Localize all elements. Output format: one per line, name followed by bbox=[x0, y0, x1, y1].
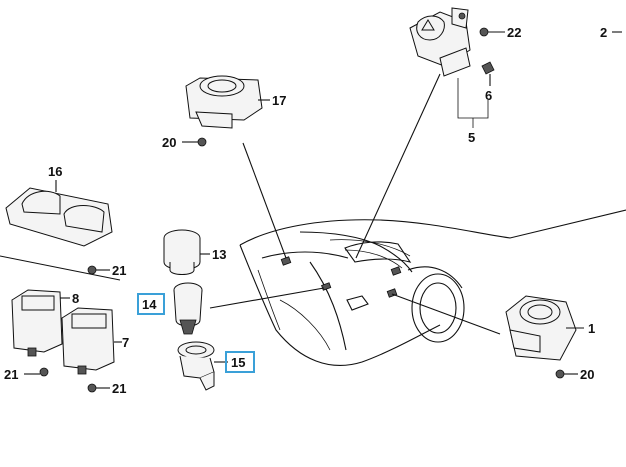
callout-1: 1 bbox=[588, 321, 595, 336]
screw-part-6 bbox=[481, 61, 495, 86]
switch-part-8 bbox=[11, 289, 70, 357]
callout-15: 15 bbox=[231, 355, 245, 370]
switch-part-17 bbox=[185, 75, 270, 129]
callout-16: 16 bbox=[48, 164, 62, 179]
callout-20-top: 20 bbox=[162, 135, 176, 150]
callout-8: 8 bbox=[72, 291, 79, 306]
callout-17: 17 bbox=[272, 93, 286, 108]
screw-part-22 bbox=[479, 27, 505, 37]
callout-5: 5 bbox=[468, 130, 475, 145]
hazard-switch-part-5 bbox=[409, 7, 471, 77]
socket-part-13 bbox=[163, 229, 210, 275]
callout-21-left: 21 bbox=[4, 367, 18, 382]
callout-7: 7 bbox=[122, 335, 129, 350]
screw-part-20-bottom bbox=[555, 369, 578, 379]
highlight-box-14 bbox=[137, 293, 165, 315]
callout-13: 13 bbox=[212, 247, 226, 262]
screw-part-21-top bbox=[87, 265, 110, 275]
callout-14: 14 bbox=[142, 297, 157, 312]
callout-2: 2 bbox=[600, 25, 607, 40]
callout-20-bottom: 20 bbox=[580, 367, 594, 382]
callout-22: 22 bbox=[507, 25, 521, 40]
callout-21-top: 21 bbox=[112, 263, 126, 278]
switch-panel-part-16 bbox=[5, 180, 113, 247]
highlight-box-15 bbox=[225, 351, 255, 373]
car-body-outline bbox=[239, 209, 626, 366]
socket-part-14 bbox=[173, 282, 203, 335]
screw-part-21-bottom bbox=[87, 383, 110, 393]
switch-part-7 bbox=[61, 307, 122, 375]
callout-6: 6 bbox=[485, 88, 492, 103]
screw-part-20-top bbox=[182, 137, 207, 147]
screw-part-21-left bbox=[24, 367, 49, 377]
switch-part-1 bbox=[505, 295, 584, 361]
ring-part-15 bbox=[177, 341, 228, 391]
callout-21-bottom: 21 bbox=[112, 381, 126, 396]
leader-lines bbox=[0, 73, 501, 335]
